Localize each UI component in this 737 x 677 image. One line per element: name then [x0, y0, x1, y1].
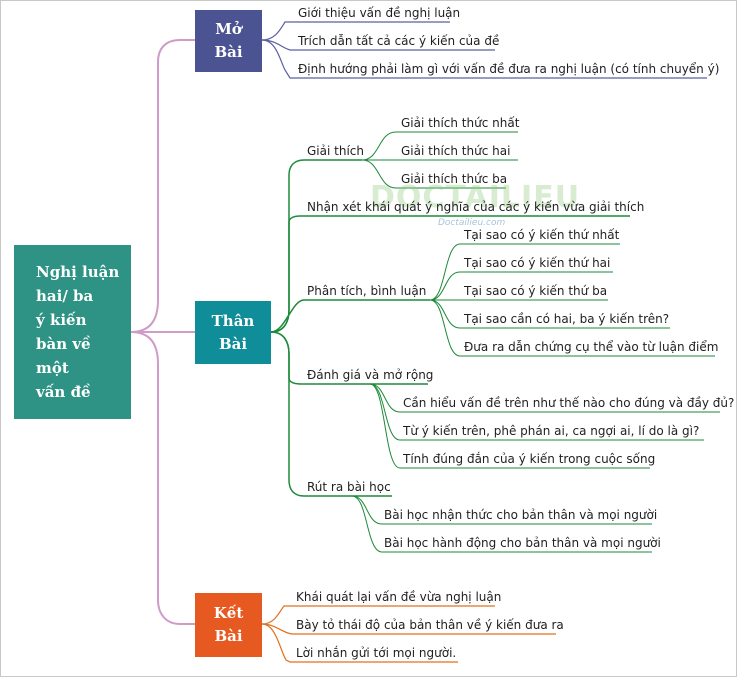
rut-ra-item[interactable]: Bài học nhận thức cho bản thân và mọi ng… [384, 508, 658, 522]
than-bai-node[interactable]: Thân Bài [195, 301, 271, 364]
root-line: Nghị luận [36, 263, 120, 281]
phan-tich-item[interactable]: Tại sao cần có hai, ba ý kiến trên? [464, 312, 670, 326]
phan-tich-branch[interactable]: Phân tích, bình luận [307, 284, 427, 298]
ket-bai-node[interactable]: Kết Bài [195, 593, 262, 657]
nhan-xet-branch[interactable]: Nhận xét khái quát ý nghĩa của các ý kiế… [307, 200, 645, 214]
phan-tich-item[interactable]: Tại sao có ý kiến thứ ba [464, 284, 608, 298]
mo-bai-connectors [261, 21, 707, 79]
danh-gia-branch[interactable]: Đánh giá và mở rộng [307, 368, 434, 382]
root-line: vấn đề [36, 383, 91, 401]
watermark-url: Doctailieu.com [438, 218, 506, 228]
mo-bai-item[interactable]: Giới thiệu vấn đề nghị luận [298, 6, 461, 20]
phan-tich-item[interactable]: Tại sao có ý kiến thứ nhất [464, 228, 620, 242]
than-bai-connectors [270, 159, 630, 497]
ket-bai-item[interactable]: Bày tỏ thái độ của bản thân về ý kiến đư… [296, 618, 564, 632]
than-bai-sub-connectors [351, 131, 720, 553]
mo-bai-node[interactable]: Mở Bài [195, 10, 262, 72]
ket-bai-label: Kết [213, 604, 244, 622]
root-connectors [130, 39, 195, 625]
phan-tich-item[interactable]: Đưa ra dẫn chứng cụ thể vào từ luận điểm [464, 340, 719, 354]
rut-ra-branch[interactable]: Rút ra bài học [307, 480, 391, 494]
watermark-logo: DOCTAILIEU [370, 180, 581, 215]
root-line: hai/ ba [36, 287, 94, 305]
root-node[interactable]: Nghị luận hai/ ba ý kiến bàn về một vấn … [14, 245, 131, 419]
root-line: một [36, 359, 69, 377]
than-bai-label: Bài [218, 334, 248, 353]
rut-ra-item[interactable]: Bài học hành động cho bản thân và mọi ng… [384, 536, 661, 550]
root-line: bàn về [36, 335, 91, 353]
ket-bai-connectors [261, 605, 556, 663]
root-line: ý kiến [36, 311, 87, 329]
danh-gia-item[interactable]: Tính đúng đắn của ý kiến trong cuộc sống [403, 452, 656, 466]
mo-bai-label: Bài [214, 43, 243, 61]
giai-thich-item[interactable]: Giải thích thức nhất [401, 116, 520, 130]
mo-bai-item[interactable]: Định hướng phải làm gì với vấn đề đưa ra… [298, 62, 720, 76]
giai-thich-item[interactable]: Giải thích thức ba [401, 172, 508, 186]
giai-thich-branch[interactable]: Giải thích [307, 144, 364, 158]
ket-bai-item[interactable]: Lời nhắn gửi tới mọi người. [296, 646, 457, 660]
phan-tich-item[interactable]: Tại sao có ý kiến thứ hai [464, 256, 611, 270]
mo-bai-label: Mở [215, 20, 242, 38]
than-bai-label: Thân [211, 311, 255, 330]
watermark: DOCTAILIEU Doctailieu.com [350, 180, 579, 240]
giai-thich-item[interactable]: Giải thích thức hai [401, 144, 511, 158]
ket-bai-label: Bài [214, 627, 243, 645]
mo-bai-item[interactable]: Trích dẫn tất cả các ý kiến của đề [298, 34, 500, 48]
ket-bai-item[interactable]: Khái quát lại vấn đề vừa nghị luận [296, 590, 502, 604]
danh-gia-item[interactable]: Từ ý kiến trên, phê phán ai, ca ngợi ai,… [403, 424, 700, 438]
danh-gia-item[interactable]: Cần hiểu vấn đề trên như thế nào cho đún… [403, 396, 735, 410]
